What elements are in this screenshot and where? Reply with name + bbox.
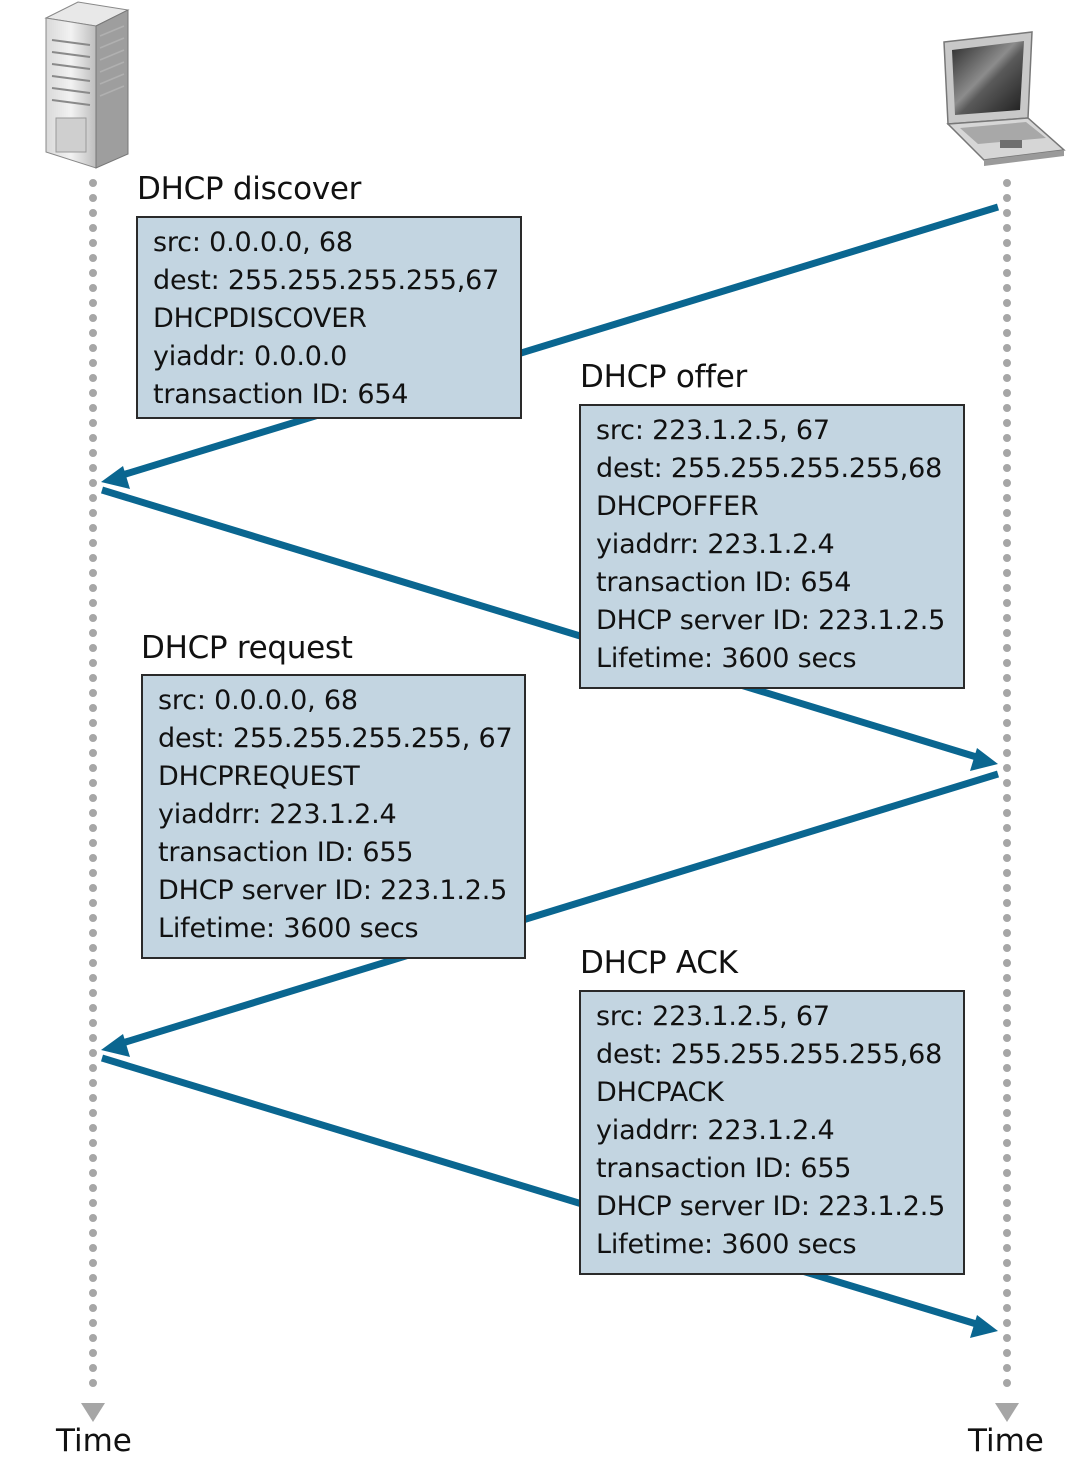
ack-line: DHCP server ID: 223.1.2.5: [596, 1191, 946, 1222]
request-line: DHCP server ID: 223.1.2.5: [158, 875, 508, 906]
request-line: Lifetime: 3600 secs: [158, 913, 419, 944]
request-title: DHCP request: [141, 630, 353, 666]
offer-line: dest: 255.255.255.255,68: [596, 453, 943, 484]
ack-line: dest: 255.255.255.255,68: [596, 1039, 943, 1070]
offer-message-box: src: 223.1.2.5, 67 dest: 255.255.255.255…: [579, 404, 965, 689]
offer-line: transaction ID: 654: [596, 567, 852, 598]
discover-line: dest: 255.255.255.255,67: [153, 265, 500, 296]
discover-arrow: [114, 203, 1000, 481]
server-time-label: Time: [56, 1423, 132, 1459]
ack-arrow: [100, 1054, 985, 1330]
ack-line: yiaddrr: 223.1.2.4: [596, 1115, 835, 1146]
offer-line: DHCP server ID: 223.1.2.5: [596, 605, 946, 636]
client-time-label: Time: [968, 1423, 1044, 1459]
server-icon: [44, 1, 130, 169]
offer-line: DHCPOFFER: [596, 491, 759, 522]
ack-line: src: 223.1.2.5, 67: [596, 1001, 830, 1032]
ack-arrowhead: [970, 1315, 998, 1338]
ack-line: transaction ID: 655: [596, 1153, 852, 1184]
ack-title: DHCP ACK: [580, 945, 738, 981]
offer-line: src: 223.1.2.5, 67: [596, 415, 830, 446]
request-line: DHCPREQUEST: [158, 761, 360, 792]
ack-message-box: src: 223.1.2.5, 67 dest: 255.255.255.255…: [579, 990, 965, 1275]
request-line: yiaddrr: 223.1.2.4: [158, 799, 397, 830]
ack-line: Lifetime: 3600 secs: [596, 1229, 857, 1260]
request-arrowhead: [101, 1034, 130, 1057]
ack-line: DHCPACK: [596, 1077, 724, 1108]
discover-line: src: 0.0.0.0, 68: [153, 227, 353, 258]
request-line: transaction ID: 655: [158, 837, 414, 868]
offer-line: Lifetime: 3600 secs: [596, 643, 857, 674]
offer-arrow: [100, 486, 985, 763]
request-line: src: 0.0.0.0, 68: [158, 685, 358, 716]
offer-title: DHCP offer: [580, 359, 747, 395]
request-arrow: [114, 770, 1000, 1049]
discover-arrowhead: [101, 466, 130, 489]
discover-line: transaction ID: 654: [153, 379, 409, 410]
request-line: dest: 255.255.255.255, 67: [158, 723, 513, 754]
discover-title: DHCP discover: [137, 171, 362, 207]
discover-line: yiaddr: 0.0.0.0: [153, 341, 348, 372]
offer-line: yiaddrr: 223.1.2.4: [596, 529, 835, 560]
discover-line: DHCPDISCOVER: [153, 303, 367, 334]
offer-arrowhead: [970, 748, 998, 771]
client-timeline-arrowhead: [995, 1403, 1019, 1422]
request-message-box: src: 0.0.0.0, 68 dest: 255.255.255.255, …: [141, 674, 526, 959]
laptop-icon: [943, 31, 1066, 166]
server-timeline-arrowhead: [81, 1403, 105, 1422]
discover-message-box: src: 0.0.0.0, 68 dest: 255.255.255.255,6…: [136, 216, 522, 419]
